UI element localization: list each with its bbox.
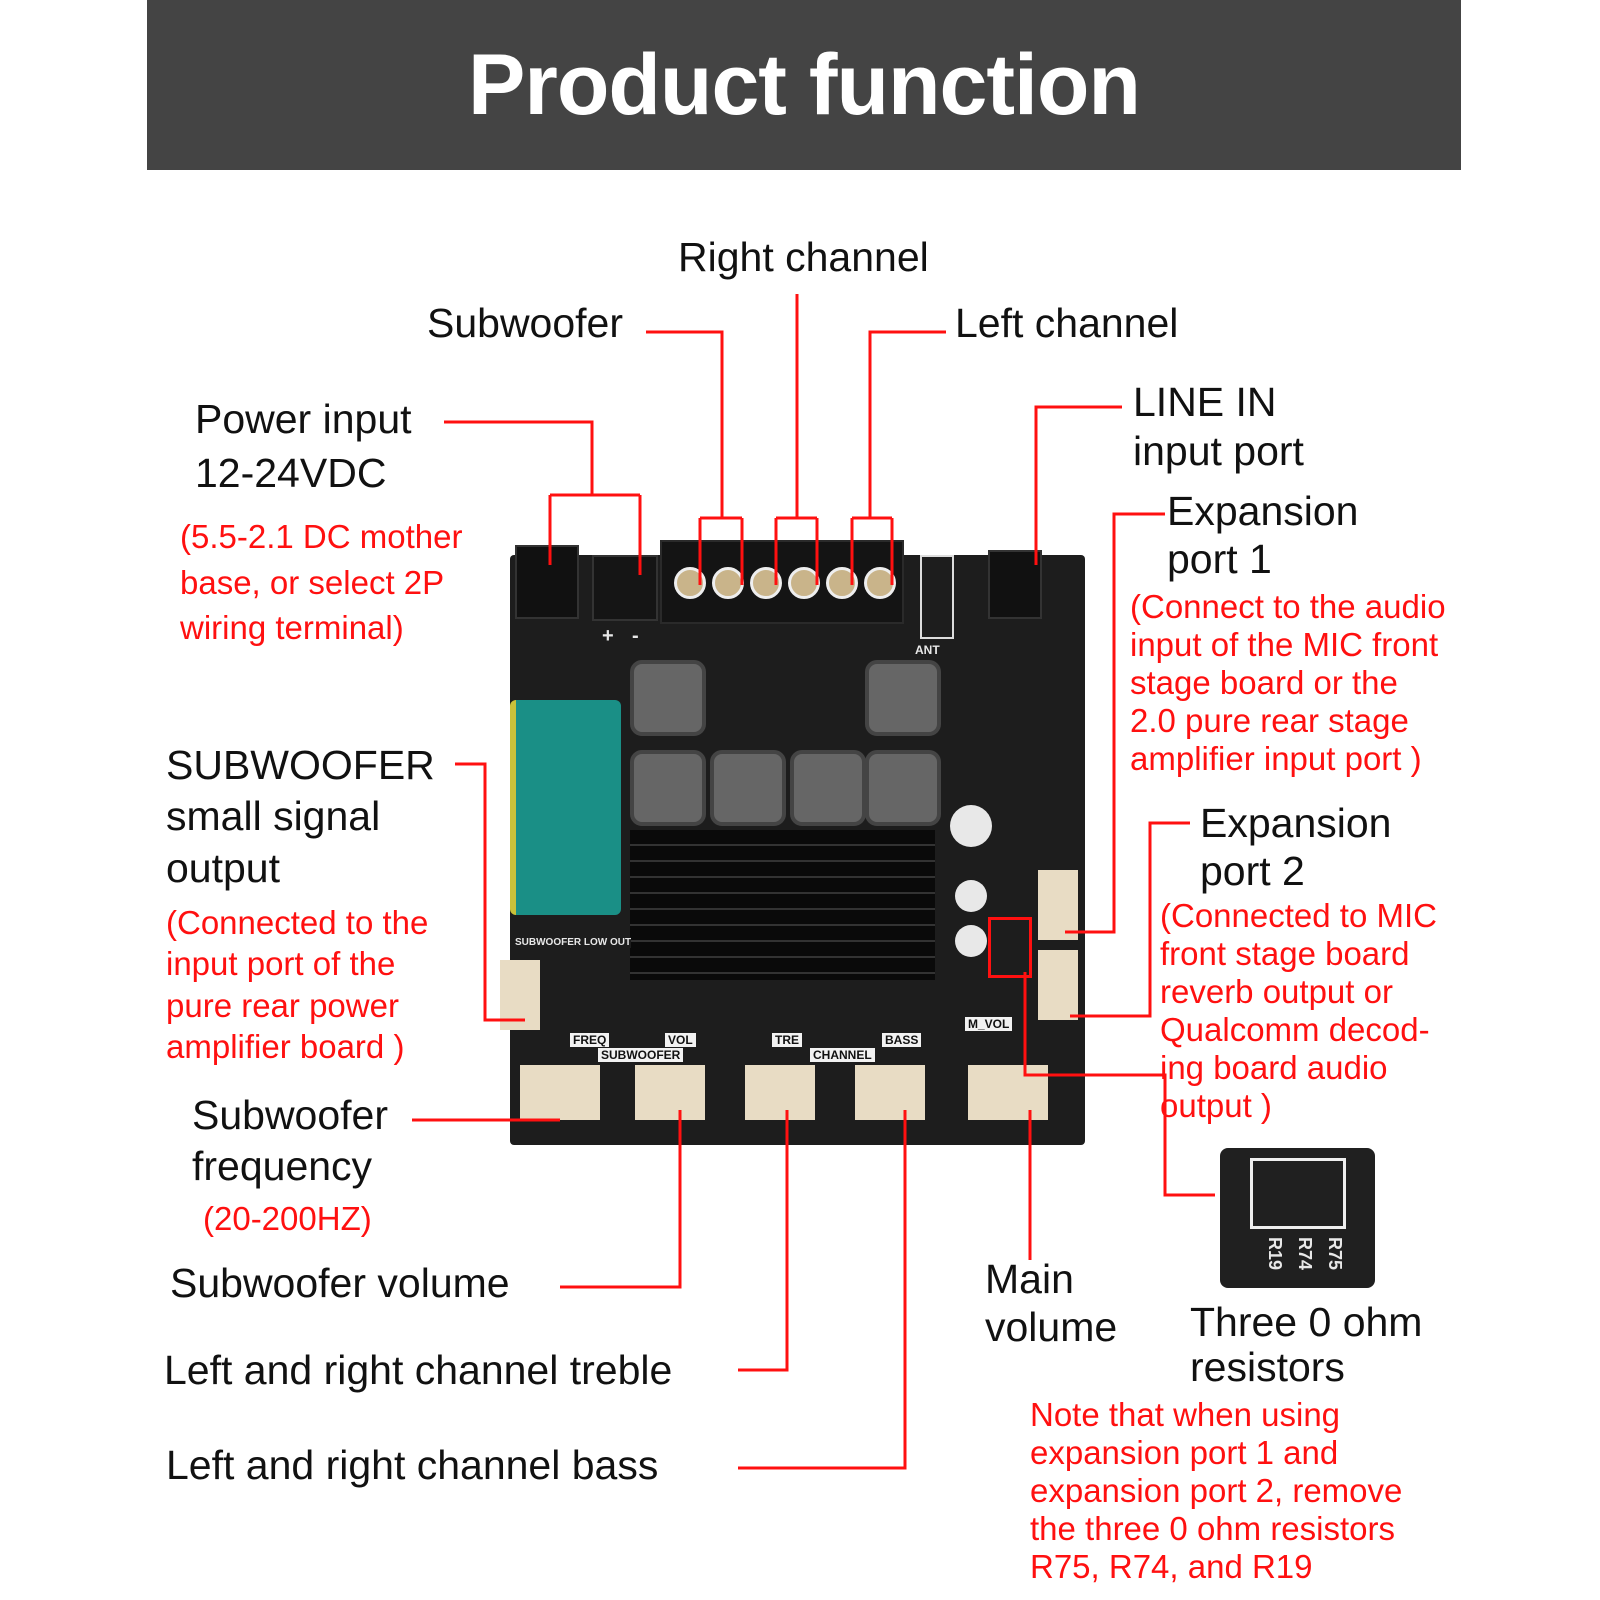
leader-resistors — [1023, 972, 1215, 1197]
header-banner: Product function — [147, 0, 1461, 170]
label-right-channel: Right channel — [678, 234, 929, 280]
note-expansion-1: (Connect to the audio input of the MIC f… — [1130, 588, 1446, 777]
resistor-outline — [1250, 1158, 1346, 1229]
label-subwoofer-frequency: Subwoofer frequency — [192, 1092, 389, 1190]
label-line-in: LINE IN input port — [1133, 379, 1304, 475]
leader-exp1 — [1065, 512, 1165, 934]
amplifier-board: + - ANT SUBWOOFER LOW OUT FREQ VOL SUBWO… — [500, 540, 1085, 1145]
inductor — [865, 750, 941, 826]
leader-left — [850, 330, 946, 585]
electrolytic-capacitor — [510, 700, 621, 915]
silk-freq: FREQ — [570, 1033, 610, 1047]
inductor — [710, 750, 786, 826]
leader-subwoofer — [646, 330, 744, 585]
leader-sub-vol — [560, 1110, 682, 1289]
silk-ant: ANT — [915, 643, 940, 657]
resistor-inset: R19 R74 R75 — [1220, 1148, 1375, 1288]
heatsink — [630, 830, 935, 980]
label-left-channel: Left channel — [955, 300, 1179, 346]
label-subwoofer-output: SUBWOOFER small signal output — [166, 742, 435, 891]
inductor — [790, 750, 866, 826]
note-expansion-2: (Connected to MIC front stage board reve… — [1160, 897, 1437, 1124]
silk-vol: VOL — [665, 1033, 696, 1047]
inductor — [630, 750, 706, 826]
leader-right — [774, 294, 819, 585]
terminal-screw — [674, 567, 706, 599]
silk-plus: + — [602, 625, 614, 648]
label-expansion-1: Expansion port 1 — [1167, 488, 1359, 582]
expansion-port-2-connector — [1038, 950, 1078, 1020]
label-power-input: Power input 12-24VDC — [195, 396, 412, 497]
label-zero-ohm-resistors: Three 0 ohm resistors — [1190, 1299, 1423, 1391]
note-subwoofer-output: (Connected to the input port of the pure… — [166, 904, 429, 1065]
leader-power — [444, 420, 642, 575]
label-bass: Left and right channel bass — [166, 1442, 659, 1488]
speaker-terminal-block — [660, 540, 904, 624]
line-in-jack — [988, 550, 1042, 619]
silk-subwoofer: SUBWOOFER — [598, 1048, 684, 1062]
sub-vol-connector — [635, 1065, 705, 1120]
label-subwoofer: Subwoofer — [427, 300, 624, 346]
note-power-input: (5.5-2.1 DC mother base, or select 2P wi… — [180, 518, 463, 647]
leader-exp2 — [1070, 821, 1190, 1018]
subwoofer-out-connector — [500, 960, 540, 1030]
treble-connector — [745, 1065, 815, 1120]
page-title: Product function — [468, 37, 1141, 133]
silk-bass: BASS — [882, 1033, 922, 1047]
small-capacitor — [950, 805, 992, 847]
leader-sub-out — [455, 762, 525, 1022]
leader-bass — [738, 1110, 907, 1470]
antenna-trace — [920, 555, 954, 639]
label-subwoofer-volume: Subwoofer volume — [170, 1260, 510, 1306]
power-terminal-2p — [592, 555, 658, 621]
label-main-volume: Main volume — [985, 1256, 1118, 1351]
bass-connector — [855, 1065, 925, 1120]
silk-m-vol: M_VOL — [965, 1017, 1013, 1031]
label-treble: Left and right channel treble — [164, 1347, 673, 1393]
leader-line-in — [1034, 405, 1122, 565]
note-subwoofer-frequency: (20-200HZ) — [203, 1200, 372, 1237]
inductor — [865, 660, 941, 736]
zero-ohm-resistors — [988, 917, 1032, 978]
silk-tre: TRE — [772, 1033, 802, 1047]
note-resistors: Note that when using expansion port 1 an… — [1030, 1396, 1403, 1585]
small-capacitor — [955, 880, 987, 912]
terminal-screw — [788, 567, 820, 599]
dc-jack — [515, 545, 579, 619]
freq-connector — [520, 1065, 600, 1120]
silk-sub-low-out: SUBWOOFER LOW OUT — [515, 937, 632, 948]
label-expansion-2: Expansion port 2 — [1200, 800, 1392, 894]
inductor — [630, 660, 706, 736]
silk-minus: - — [632, 625, 639, 648]
silk-channel: CHANNEL — [810, 1048, 875, 1062]
small-capacitor — [955, 925, 987, 957]
leader-treble — [738, 1110, 789, 1372]
expansion-port-1-connector — [1038, 870, 1078, 940]
